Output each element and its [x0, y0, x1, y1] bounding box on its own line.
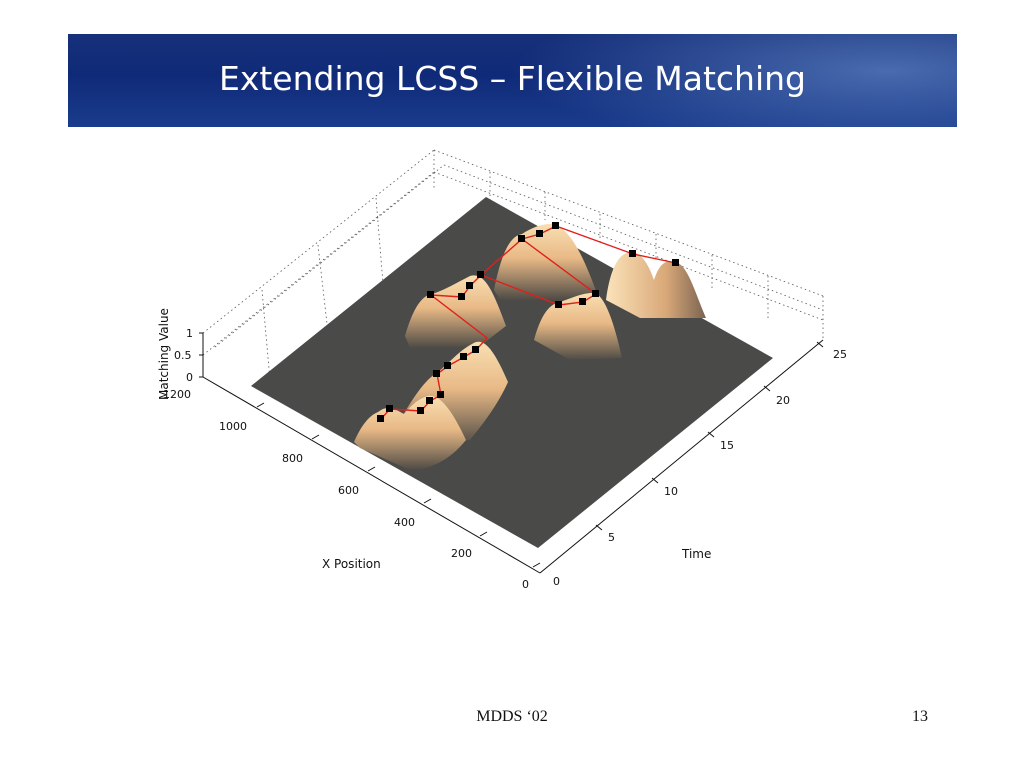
time-tick-label: 25 — [833, 348, 847, 361]
z-tick-label: 0 — [186, 371, 193, 384]
ground-plane — [251, 197, 773, 548]
x-tick-marks — [256, 402, 541, 568]
match-markers — [377, 222, 679, 422]
time-tick-label: 15 — [720, 439, 734, 452]
x-tick-label: 400 — [394, 516, 415, 529]
time-tick-label: 5 — [608, 531, 615, 544]
x-tick-label: 600 — [338, 484, 359, 497]
slide-footer: MDDS ‘02 — [476, 708, 548, 725]
time-tick-label: 20 — [776, 394, 790, 407]
x-tick-label: 800 — [282, 452, 303, 465]
plot-box-grid — [202, 149, 824, 381]
x-tick-label: 200 — [451, 547, 472, 560]
z-tick-label: 0.5 — [174, 349, 192, 362]
time-tick-label: 0 — [553, 575, 560, 588]
time-tick-marks — [595, 341, 824, 531]
z-axis-label: Matching Value — [157, 308, 171, 400]
x-axis-label: X Position — [322, 557, 381, 571]
x-tick-label: 0 — [522, 578, 529, 591]
x-tick-label: 1200 — [163, 388, 191, 401]
axes-lines — [199, 332, 824, 574]
slide-title: Extending LCSS – Flexible Matching — [218, 59, 806, 98]
surface-peaks — [354, 224, 706, 470]
x-tick-label: 1000 — [219, 420, 247, 433]
time-tick-label: 10 — [664, 485, 678, 498]
title-banner: Extending LCSS – Flexible Matching — [68, 34, 957, 127]
z-tick-label: 1 — [186, 327, 193, 340]
page-number: 13 — [912, 708, 928, 725]
time-axis-label: Time — [681, 547, 711, 561]
